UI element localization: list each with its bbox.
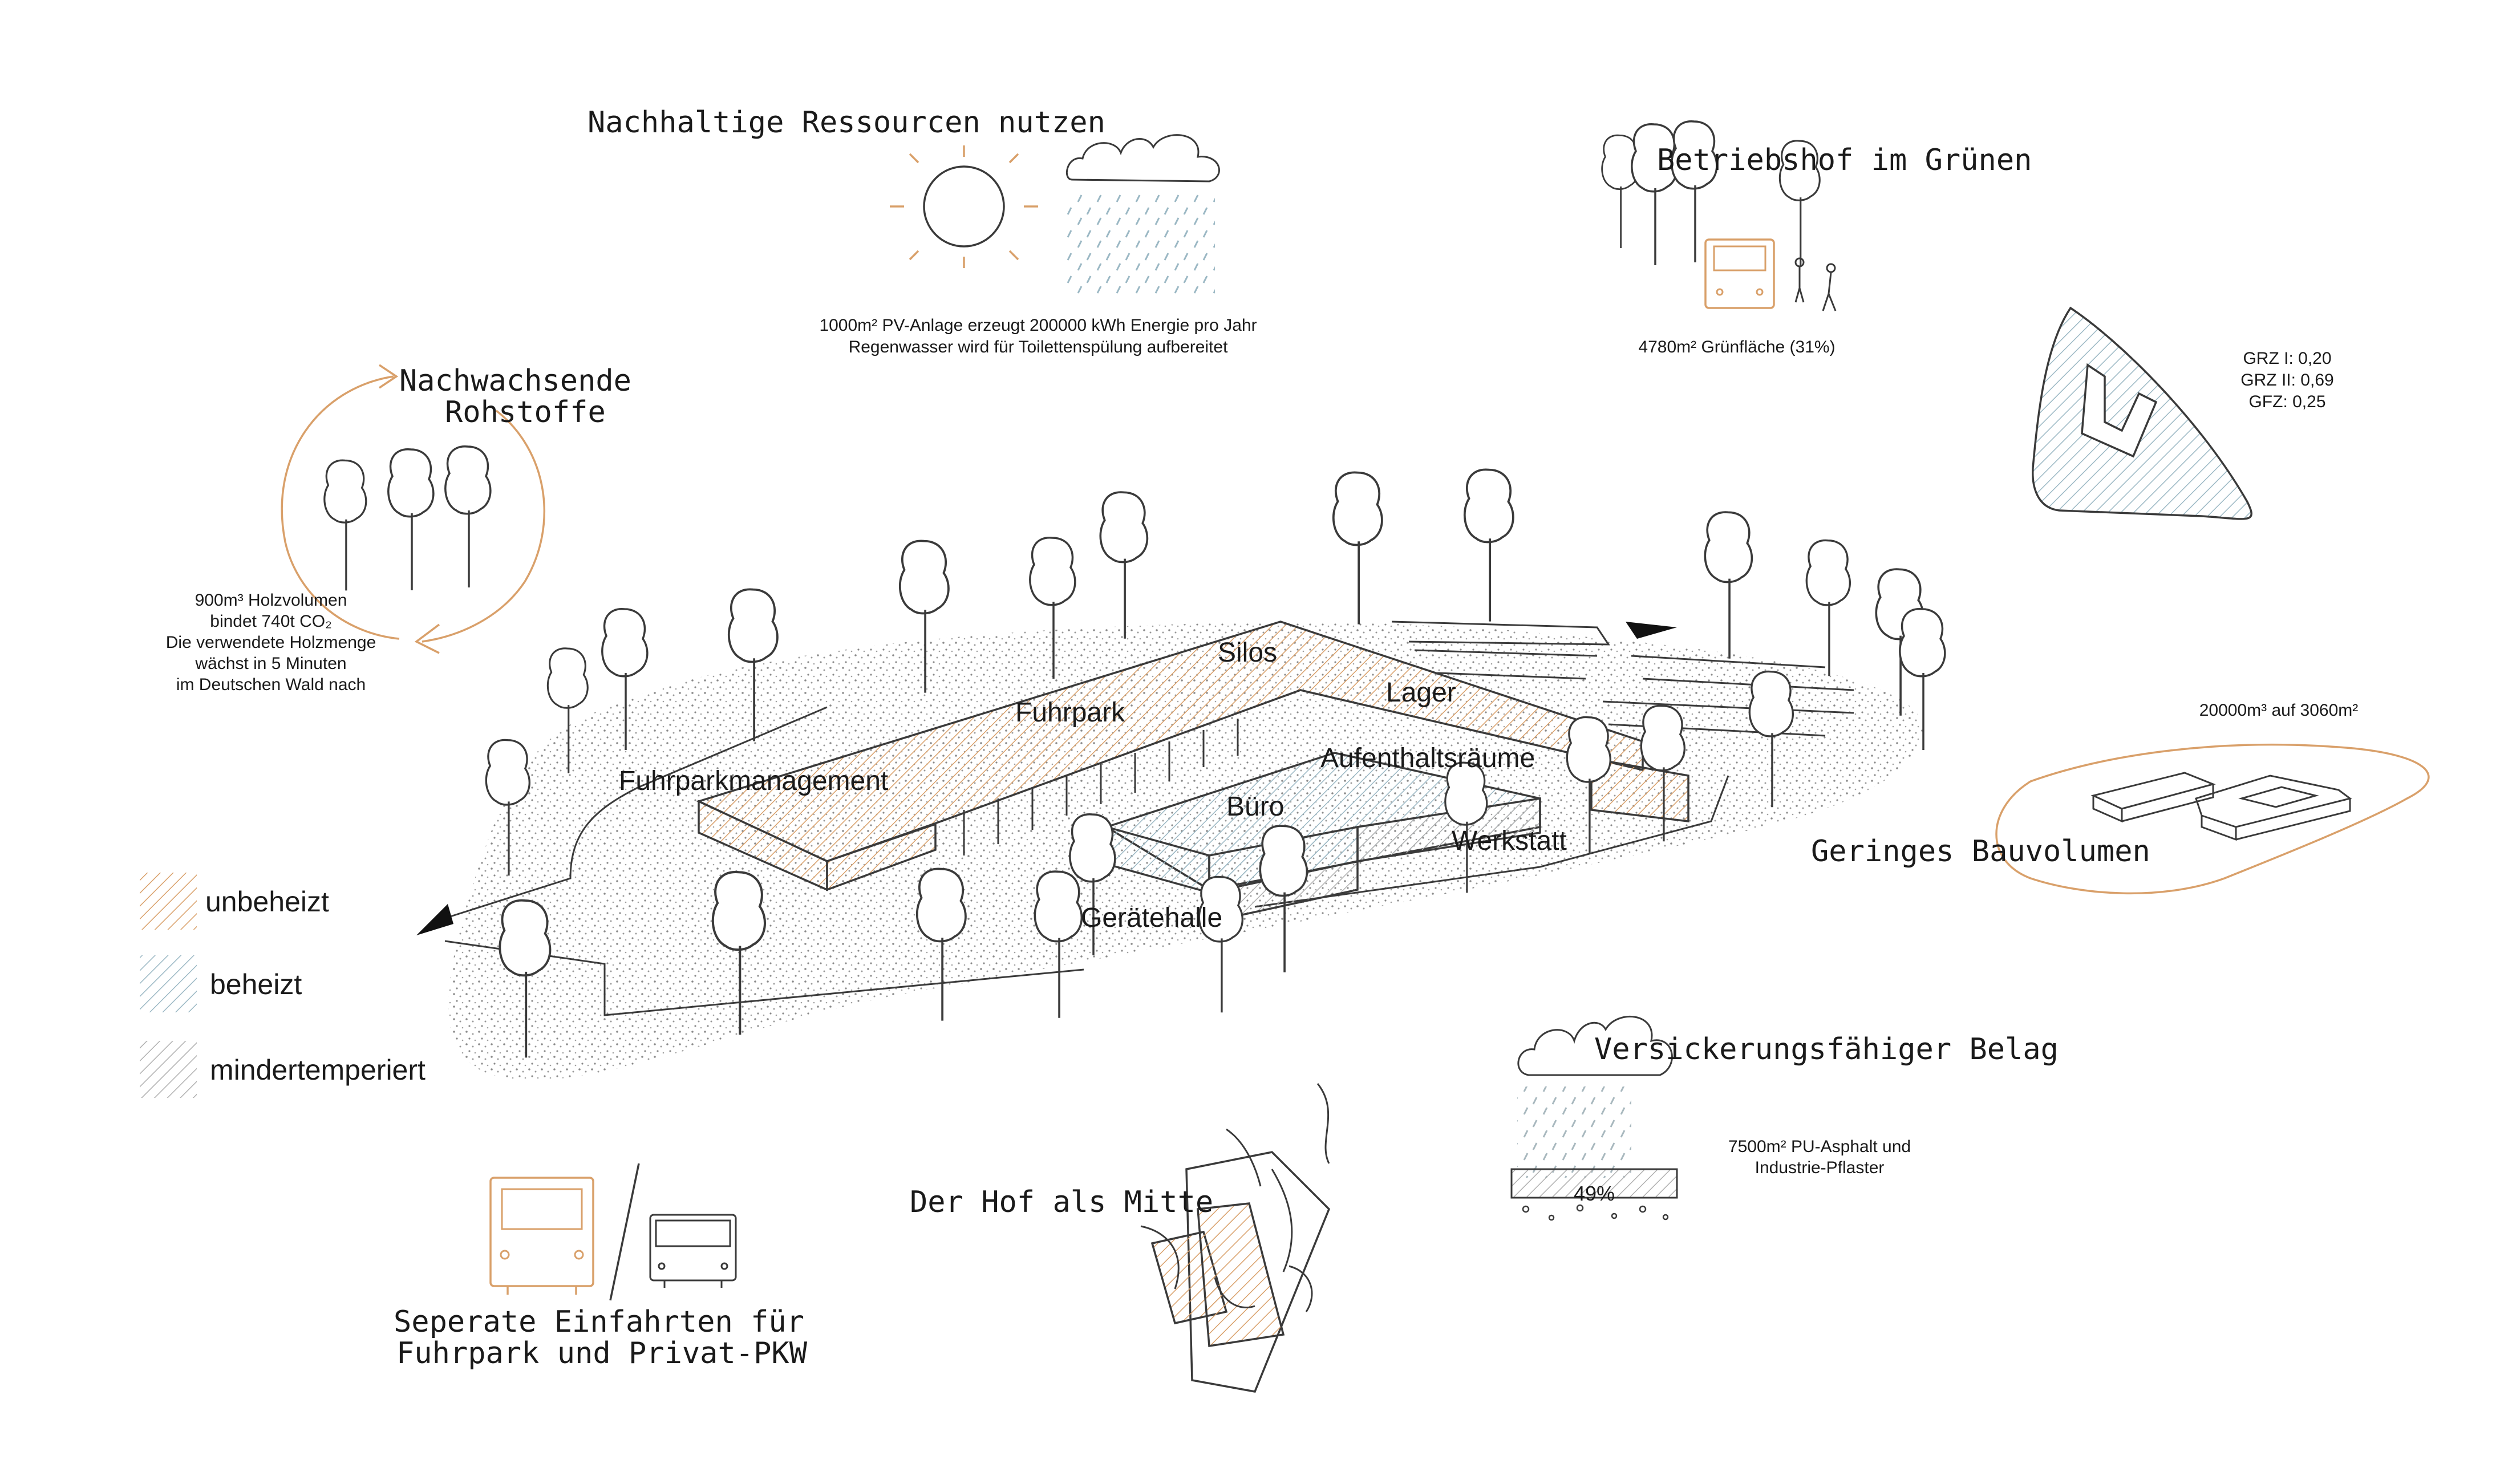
paving-note-1: 7500m² PU-Asphalt und (1728, 1137, 1911, 1156)
pedestrian-icon (1794, 257, 1837, 311)
legend: unbeheizt beheizt mindertemperiert (140, 873, 426, 1098)
resources-heading: Nachhaltige Ressourcen nutzen (587, 106, 1105, 140)
plot-diagram: GRZ I: 0,20 GRZ II: 0,69 GFZ: 0,25 (2032, 306, 2334, 520)
entries-heading-line2: Fuhrpark und Privat-PKW (396, 1336, 808, 1371)
green-heading: Betriebshof im Grünen (1657, 143, 2032, 177)
divider-slash (609, 1163, 640, 1301)
paving-section: 49% Versickerungsfähiger Belag 7500m² PU… (1510, 1016, 2059, 1221)
legend-label: mindertemperiert (210, 1054, 426, 1086)
volume-note: 20000m³ auf 3060m² (2199, 701, 2359, 720)
renewable-heading-line2: Rohstoffe (445, 395, 606, 429)
label-silos: Silos (1218, 638, 1277, 668)
legend-label: unbeheizt (205, 886, 329, 918)
bus-icon (1704, 238, 1775, 309)
wood-note-1: 900m³ Holzvolumen (195, 591, 347, 610)
rain-note: Regenwasser wird für Toilettenspülung au… (849, 338, 1228, 356)
label-werkstatt: Werkstatt (1452, 826, 1567, 856)
resources-section: Nachhaltige Ressourcen nutzen 1000m² PV-… (587, 106, 1257, 356)
room-labels: Silos Lager Fuhrpark Fuhrparkmanagement … (619, 638, 1567, 933)
cloud-icon (1517, 1016, 1673, 1076)
paving-note-2: Industrie-Pflaster (1755, 1158, 1885, 1177)
green-area-note: 4780m² Grünfläche (31%) (1638, 338, 1835, 356)
grz2-note: GRZ II: 0,69 (2240, 371, 2333, 390)
green-section: Betriebshof im Grünen 4780m² Grünfläche … (1601, 120, 2032, 356)
volume-massing (2090, 772, 2352, 841)
legend-label: beheizt (210, 968, 302, 1000)
entrance-arrow-east-icon (1626, 622, 1677, 639)
car-icon (649, 1214, 737, 1288)
renewable-heading-line1: Nachwachsende (399, 364, 631, 398)
court-section: Der Hof als Mitte (910, 1083, 1331, 1393)
gfz-note: GFZ: 0,25 (2248, 392, 2325, 411)
label-fuhrpark: Fuhrpark (1015, 698, 1125, 728)
entries-heading-line1: Seperate Einfahrten für (394, 1305, 804, 1339)
volume-heading: Geringes Bauvolumen (1811, 834, 2150, 869)
legend-item-heated: beheizt (140, 955, 302, 1012)
pv-note: 1000m² PV-Anlage erzeugt 200000 kWh Ener… (819, 316, 1257, 335)
renewable-section: Nachwachsende Rohstoffe 900m³ Holzvolume… (166, 364, 631, 694)
legend-item-tempered: mindertemperiert (140, 1041, 426, 1098)
cloud-icon (1065, 134, 1220, 297)
wood-note-3: Die verwendete Holzmenge (166, 633, 376, 652)
label-aufenthalt: Aufenthaltsräume (1320, 743, 1535, 773)
sun-icon (890, 145, 1038, 268)
label-buero: Büro (1226, 792, 1284, 822)
site-plan: Silos Lager Fuhrpark Fuhrparkmanagement … (416, 469, 1945, 1080)
bus-icon (489, 1177, 594, 1295)
court-heading: Der Hof als Mitte (910, 1185, 1213, 1219)
entrance-arrow-west-icon (416, 904, 453, 935)
grz1-note: GRZ I: 0,20 (2243, 349, 2331, 368)
volume-section: 20000m³ auf 3060m² Geringes Bauvolumen (1811, 701, 2430, 895)
legend-item-unheated: unbeheizt (140, 873, 329, 930)
entries-section: Seperate Einfahrten für Fuhrpark und Pri… (394, 1163, 808, 1371)
label-geraetehalle: Gerätehalle (1081, 903, 1222, 933)
wood-note-4: wächst in 5 Minuten (195, 654, 346, 673)
wood-note-2: bindet 740t CO₂ (210, 612, 331, 631)
label-lager: Lager (1386, 678, 1456, 708)
label-fuhrparkmanagement: Fuhrparkmanagement (619, 766, 888, 796)
paving-heading: Versickerungsfähiger Belag (1594, 1032, 2059, 1067)
wood-note-5: im Deutschen Wald nach (176, 675, 366, 694)
paving-percent: 49% (1574, 1182, 1615, 1205)
